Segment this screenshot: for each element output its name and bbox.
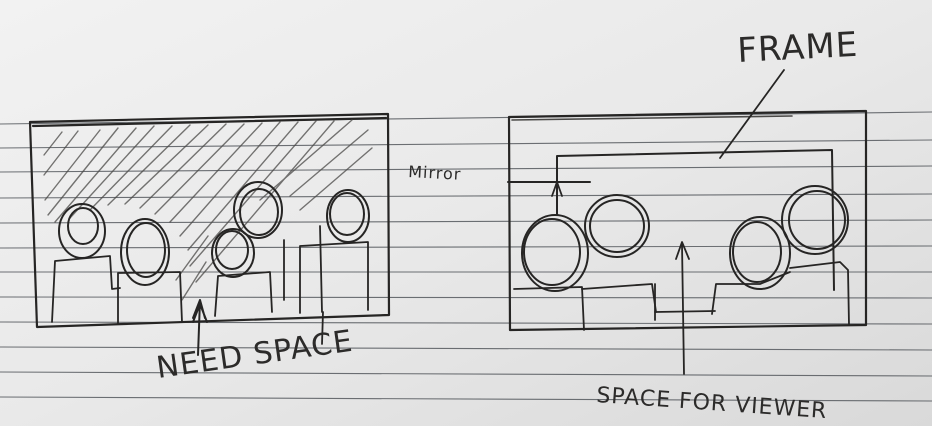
- mirror-label: Mirror: [408, 162, 462, 184]
- frame-label: FRAME: [736, 25, 859, 71]
